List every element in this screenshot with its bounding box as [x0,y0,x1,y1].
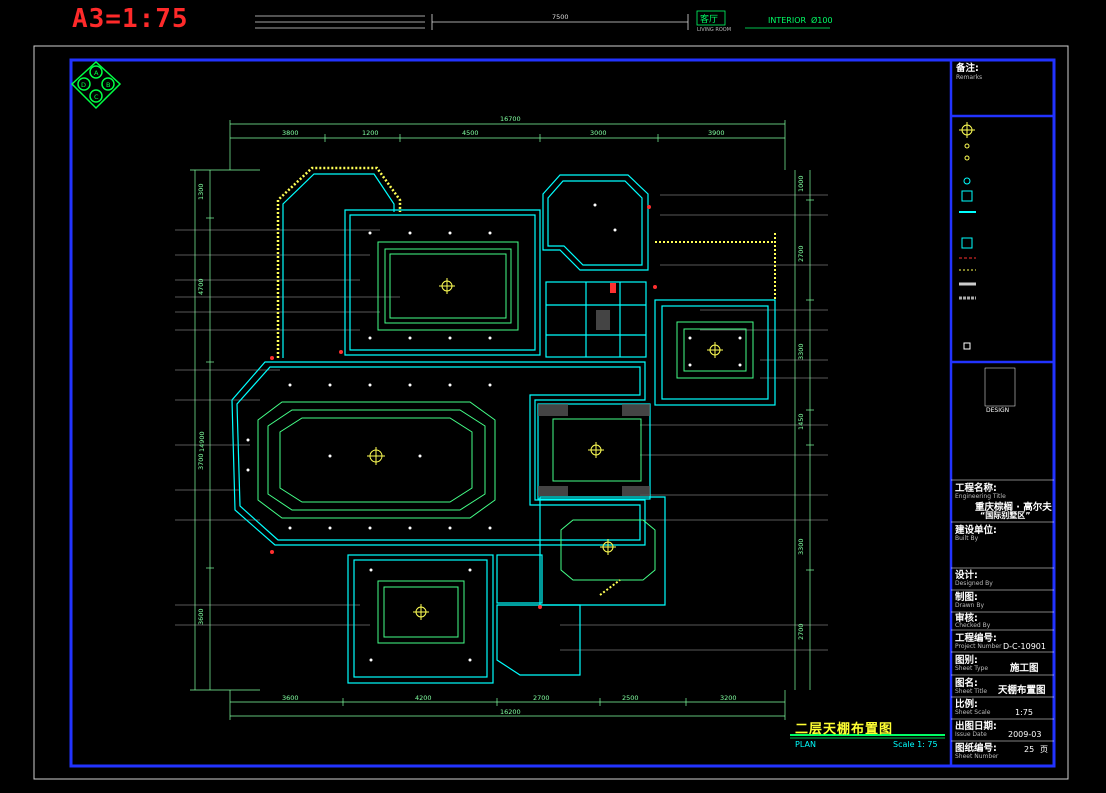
client-label-en: Built By [955,535,979,542]
red-markers [270,205,657,609]
dim-left-1: 1300 [197,183,205,200]
project-number-label: 工程编号: [955,633,997,644]
header-dimension: 7500 [552,13,569,21]
dim-bottom-1: 3600 [282,694,299,702]
downlights [246,203,742,662]
sheet-number-label: 图纸编号: [955,743,997,754]
sheet-type-value: 施工图 [1010,663,1039,674]
sheet-number-label-en: Sheet Number [955,753,999,760]
drawing-frame [69,58,1056,768]
header-code: Ø100 [811,16,833,25]
issue-date-label-en: Issue Date [955,731,987,738]
dimension-lines [190,120,814,720]
dim-top-4: 3000 [590,129,607,137]
issue-date-label: 出图日期: [955,721,997,732]
legend-symbols [959,122,976,350]
plan-subtitle: PLAN [795,740,816,749]
dim-bottom-4: 2500 [622,694,639,702]
remarks-label-en: Remarks [956,74,983,81]
dim-right-6: 2700 [797,623,805,640]
scale-value: 1:75 [1015,708,1033,717]
dim-bottom-total: 16200 [500,708,521,716]
dimension-labels: 16700 3800 1200 4500 3000 3900 16200 360… [197,13,805,716]
sheet-title-label-en: Sheet Title [955,688,988,695]
light-fixtures [367,278,723,620]
sheet-number-unit: 页 [1040,745,1048,754]
dim-top-1: 3800 [282,129,299,137]
dim-top-5: 3900 [708,129,725,137]
dim-bottom-5: 3200 [720,694,737,702]
check-label-en: Checked By [955,622,991,629]
plan-scale: Scale 1: 75 [893,740,938,749]
check-label: 审核: [955,613,978,624]
header-room-cn: 客厅 [700,15,719,25]
company-mark: DESIGN [986,407,1010,414]
design-label-en: Designed By [955,580,993,587]
dim-top-total: 16700 [500,115,521,123]
building-walls [231,166,776,684]
dim-right-1: 1000 [797,175,805,192]
svg-text:A: A [94,69,99,77]
client-label: 建设单位: [955,525,997,536]
titleblock-grid [951,367,1054,742]
plan-title: 二层天棚布置图 [795,722,894,737]
dim-right-2: 2700 [797,245,805,262]
project-label-en: Engineering Title [955,493,1006,500]
project-name-1: 重庆棕榈 · 高尔夫 [975,502,1052,513]
dim-bottom-3: 2700 [533,694,550,702]
issue-date-value: 2009-03 [1008,730,1042,739]
sheet-type-label: 图别: [955,655,978,666]
outer-frame [33,45,1069,780]
plan-title-underline [790,734,945,739]
compass-letters: A B C D [81,69,110,101]
project-name-2: “国际别墅区” [980,511,1031,520]
project-label: 工程名称: [955,483,997,494]
dim-top-3: 4500 [462,129,479,137]
wall-hatch [538,310,650,496]
dim-bottom-2: 4200 [415,694,432,702]
draw-label-en: Drawn By [955,602,985,609]
draw-label: 制图: [955,592,978,603]
header-interior: INTERIOR [768,16,807,25]
svg-text:B: B [106,81,110,89]
scale-label-en: Sheet Scale [955,709,991,716]
project-number-label-en: Project Number [955,643,1002,650]
led-strips [599,233,776,596]
dim-right-4: 1450 [797,413,805,430]
sheet-type-label-en: Sheet Type [955,665,989,672]
dim-left-3: 3700 [197,453,205,470]
header-room-en: LIVING ROOM [697,27,732,33]
sheet-title-value: 天棚布置图 [998,685,1046,696]
svg-text:D: D [81,81,86,89]
sheet-number-value: 25 [1024,745,1035,754]
sheet-title-label: 图名: [955,678,978,689]
dim-left-2: 4700 [197,278,205,295]
dim-top-2: 1200 [362,129,379,137]
design-label: 设计: [955,570,978,581]
dim-left-total: 14900 [198,431,206,452]
scale-label: 比例: [955,699,978,710]
leader-lines [175,194,828,651]
project-number-value: D-C-10901 [1003,642,1046,651]
header-strip [255,10,830,30]
dim-left-4: 3600 [197,608,205,625]
sheet-scale-title: A3=1:75 [72,4,189,34]
remarks-label: 备注: [956,63,979,74]
svg-text:C: C [94,93,99,101]
dim-right-5: 3300 [797,538,805,555]
compass-symbol [70,60,122,110]
ceiling-frames [257,241,754,644]
dim-right-3: 3300 [797,343,805,360]
